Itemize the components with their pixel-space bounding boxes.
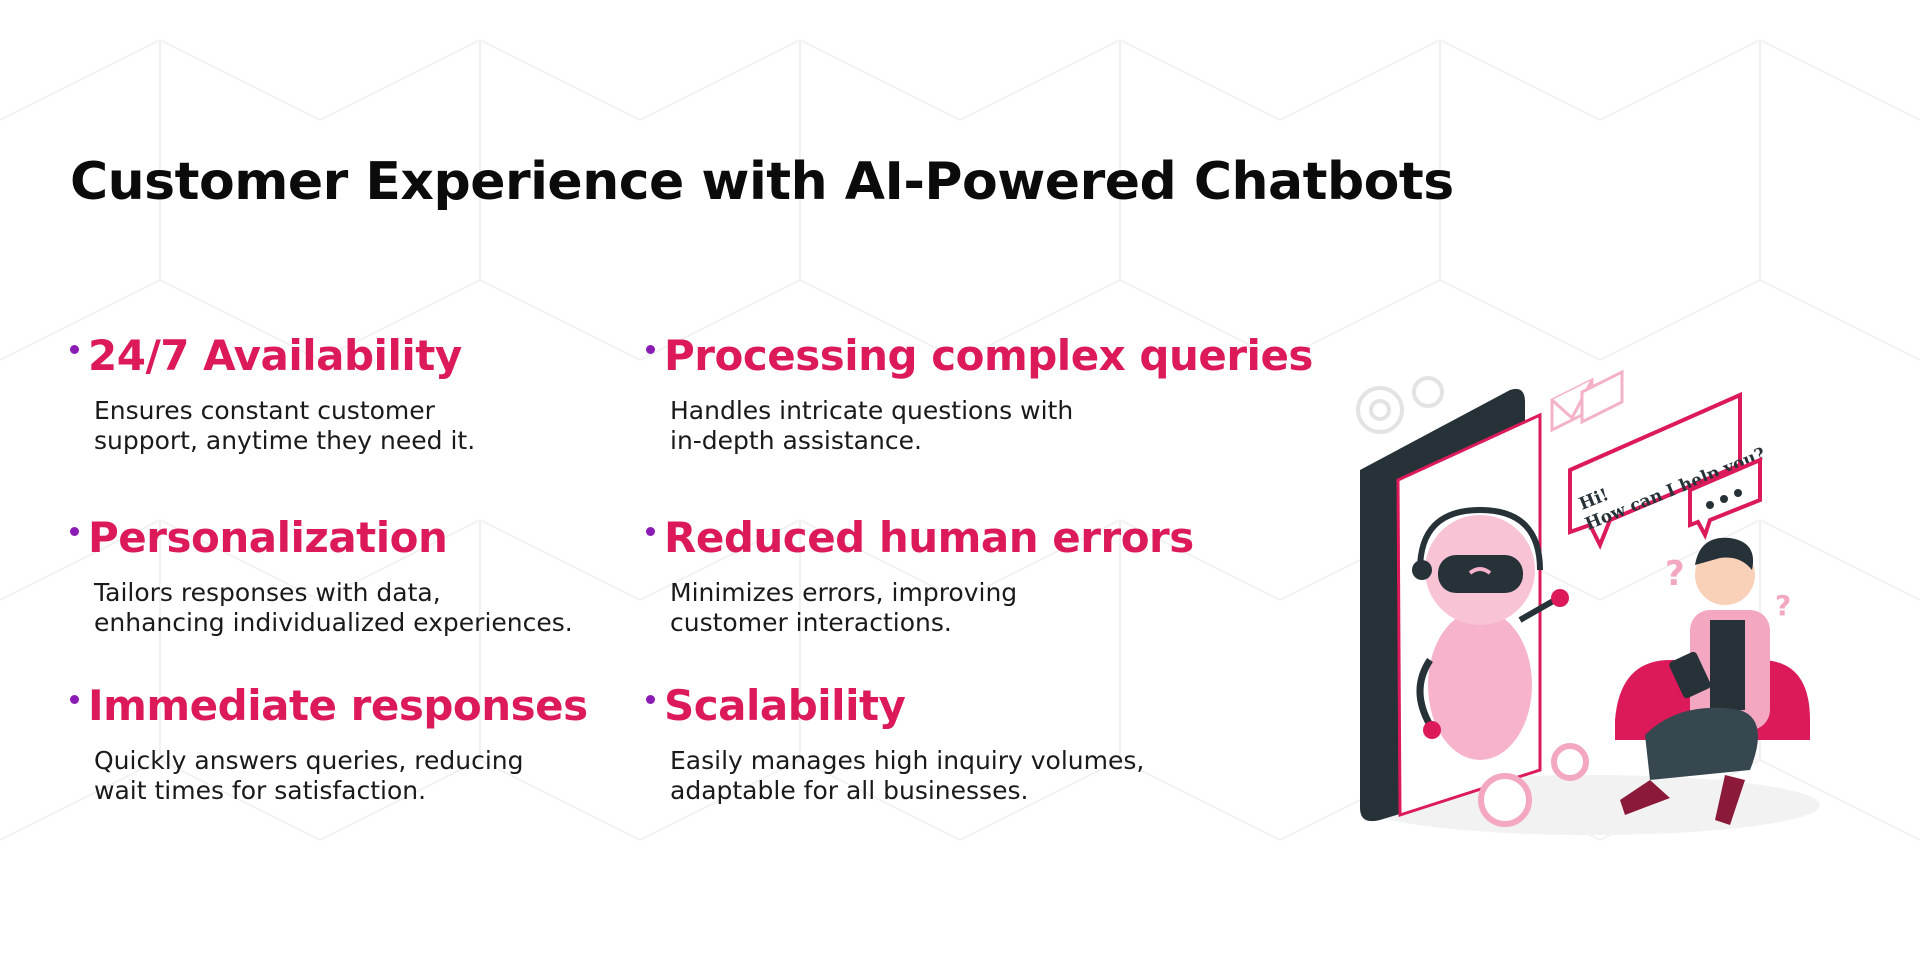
feature-description-line: in-depth assistance. bbox=[670, 426, 922, 455]
feature-description: Easily manages high inquiry volumes, ada… bbox=[670, 746, 1230, 806]
feature-title: 24/7 Availability bbox=[88, 331, 462, 380]
feature-description-line: Quickly answers queries, reducing bbox=[94, 746, 524, 775]
feature-title: Processing complex queries bbox=[664, 331, 1313, 380]
question-mark: ? bbox=[1665, 554, 1685, 594]
feature-immediate-responses: Immediate responses Quickly answers quer… bbox=[70, 680, 650, 806]
feature-title: Immediate responses bbox=[88, 681, 588, 730]
feature-reduced-errors: Reduced human errors Minimizes errors, i… bbox=[646, 512, 1226, 638]
feature-title: Personalization bbox=[88, 513, 448, 562]
feature-scalability: Scalability Easily manages high inquiry … bbox=[646, 680, 1226, 806]
feature-description: Handles intricate questions with in-dept… bbox=[670, 396, 1230, 456]
feature-head: Processing complex queries bbox=[646, 330, 1313, 382]
bullet-dot bbox=[646, 694, 655, 704]
feature-complex-queries: Processing complex queries Handles intri… bbox=[646, 330, 1313, 456]
bullet-dot bbox=[646, 344, 655, 354]
typing-dots bbox=[1706, 489, 1742, 509]
feature-head: 24/7 Availability bbox=[70, 330, 650, 382]
feature-description-line: wait times for satisfaction. bbox=[94, 776, 427, 805]
gear-icon bbox=[1356, 376, 1444, 434]
feature-title: Scalability bbox=[664, 681, 906, 730]
feature-description-line: adaptable for all businesses. bbox=[670, 776, 1029, 805]
feature-personalization: Personalization Tailors responses with d… bbox=[70, 512, 650, 638]
feature-description-line: Easily manages high inquiry volumes, bbox=[670, 746, 1145, 775]
feature-description: Ensures constant customer support, anyti… bbox=[94, 396, 654, 456]
bullet-dot bbox=[70, 526, 79, 536]
envelope-icon bbox=[1550, 369, 1624, 433]
feature-description-line: support, anytime they need it. bbox=[94, 426, 476, 455]
bullet-dot bbox=[70, 694, 79, 704]
feature-description-line: customer interactions. bbox=[670, 608, 952, 637]
question-mark: ? bbox=[1775, 589, 1791, 622]
slide-title: Customer Experience with AI-Powered Chat… bbox=[70, 152, 1454, 212]
feature-description-line: Tailors responses with data, bbox=[94, 578, 441, 607]
feature-head: Reduced human errors bbox=[646, 512, 1226, 564]
bullet-dot bbox=[70, 344, 79, 354]
feature-head: Immediate responses bbox=[70, 680, 650, 732]
gear-icon bbox=[1478, 743, 1589, 827]
feature-description: Tailors responses with data, enhancing i… bbox=[94, 578, 654, 638]
feature-description-line: Ensures constant customer bbox=[94, 396, 435, 425]
person bbox=[1615, 537, 1810, 825]
feature-head: Personalization bbox=[70, 512, 650, 564]
feature-description-line: Minimizes errors, improving bbox=[670, 578, 1018, 607]
feature-description-line: Handles intricate questions with bbox=[670, 396, 1074, 425]
feature-head: Scalability bbox=[646, 680, 1226, 732]
bullet-dot bbox=[646, 526, 655, 536]
feature-description: Quickly answers queries, reducing wait t… bbox=[94, 746, 654, 806]
feature-title: Reduced human errors bbox=[664, 513, 1194, 562]
chatbot-illustration: Hi! How can I help you? ? ? bbox=[1356, 369, 1820, 835]
robot bbox=[1412, 506, 1569, 760]
feature-availability: 24/7 Availability Ensures constant custo… bbox=[70, 330, 650, 456]
speech-bubble bbox=[1568, 391, 1742, 550]
feature-description: Minimizes errors, improving customer int… bbox=[670, 578, 1230, 638]
feature-description-line: enhancing individualized experiences. bbox=[94, 608, 573, 637]
